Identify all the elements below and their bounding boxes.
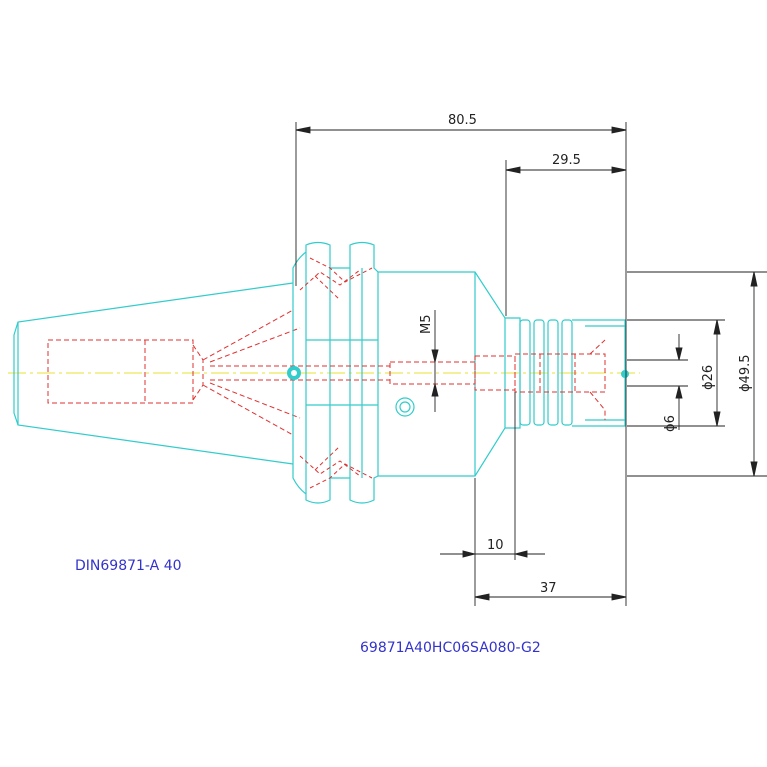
flange xyxy=(292,241,379,504)
taper-shank xyxy=(13,282,294,465)
center-marker-left-inner xyxy=(291,370,297,376)
dimension-lines xyxy=(295,122,767,606)
part-number-label: 69871A40HC06SA080-G2 xyxy=(360,640,541,656)
dim-6: ϕ6 xyxy=(663,415,678,432)
internal-bore-hidden xyxy=(210,339,606,420)
holder-body xyxy=(378,271,506,477)
flange-hidden xyxy=(299,257,373,489)
taper-bore-hidden xyxy=(47,309,301,436)
dim-10: 10 xyxy=(487,538,504,553)
center-marker-right xyxy=(621,370,629,378)
dim-29-5: 29.5 xyxy=(552,153,581,168)
dim-80-5: 80.5 xyxy=(448,113,477,128)
dim-37: 37 xyxy=(540,581,557,596)
dim-m5: M5 xyxy=(419,315,434,335)
dim-26: ϕ26 xyxy=(701,365,716,390)
standard-label: DIN69871-A 40 xyxy=(75,558,182,574)
dim-49-5: ϕ49.5 xyxy=(738,354,753,392)
